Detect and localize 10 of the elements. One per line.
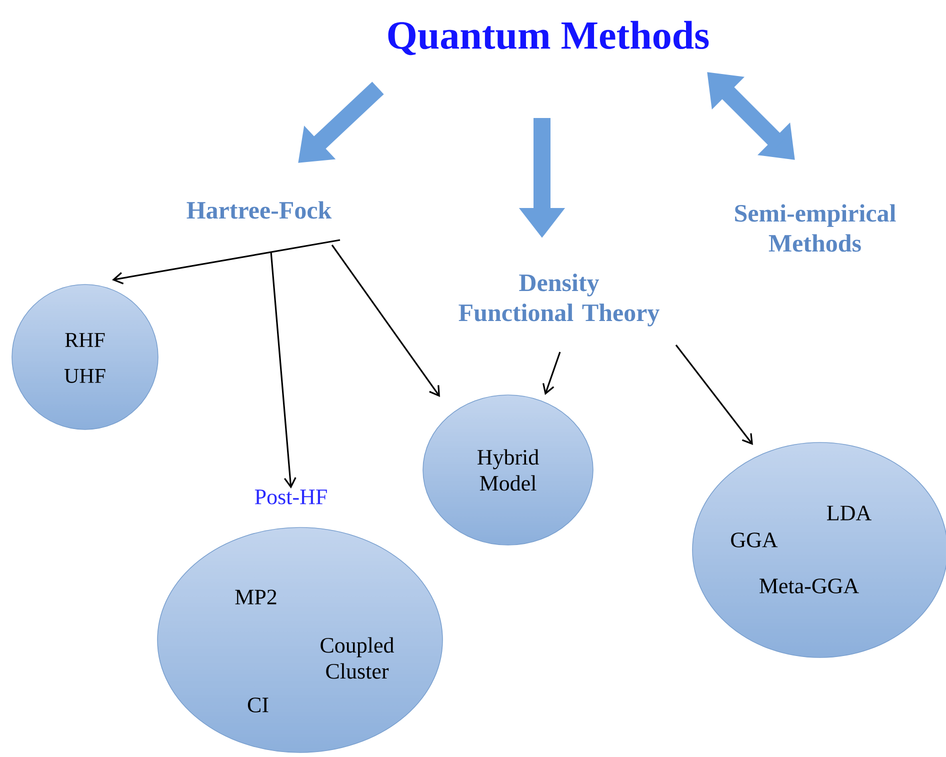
arrow xyxy=(112,239,340,284)
arrow xyxy=(675,344,753,445)
arrow xyxy=(542,352,561,395)
category-label: Density Functional Theory xyxy=(458,274,660,326)
category-label: Hartree-Fock xyxy=(186,201,332,219)
arrow xyxy=(331,244,440,397)
group-heading: Post-HF xyxy=(254,490,327,504)
title-text: Quantum Methods xyxy=(388,20,709,56)
category-label: Semi-empirical Methods xyxy=(735,204,896,252)
arrow xyxy=(270,252,296,488)
